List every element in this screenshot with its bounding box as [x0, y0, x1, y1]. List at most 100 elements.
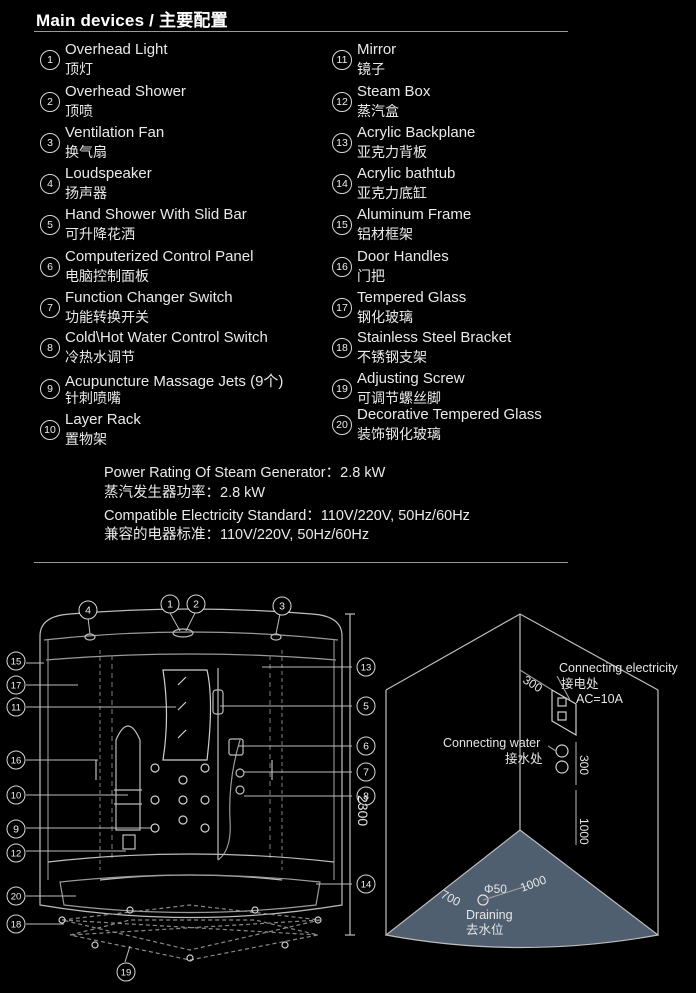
- device-name-en: Stainless Steel Bracket: [357, 329, 512, 346]
- page-title: Main devices / 主要配置: [36, 11, 228, 30]
- device-name-zh: 换气扇: [65, 144, 107, 160]
- callout-number: 8: [363, 791, 369, 803]
- callout-circle: [6, 914, 26, 934]
- front-view-diagram: [26, 608, 355, 963]
- callout-circle: [6, 675, 26, 695]
- device-name-en: Mirror: [357, 41, 397, 58]
- callout-circle: [6, 819, 26, 839]
- device-name-zh: 亚克力底缸: [357, 185, 427, 201]
- device-number-badge: 15: [332, 215, 352, 235]
- device-name-zh: 电脑控制面板: [65, 268, 149, 284]
- spec-elec-en: Compatible Electricity Standard：110V/220…: [104, 508, 470, 524]
- spec-power-zh: 蒸汽发生器功率：2.8 kW: [104, 485, 266, 501]
- device-name-en: Adjusting Screw: [357, 370, 465, 387]
- device-number-badge: 3: [40, 133, 60, 153]
- device-name-en: Acrylic Backplane: [357, 124, 476, 141]
- device-number-badge: 1: [40, 50, 60, 70]
- drain-diameter-label: Φ50: [484, 882, 507, 896]
- device-name-en: Function Changer Switch: [65, 289, 233, 306]
- device-name-zh: 亚克力背板: [357, 144, 427, 160]
- elec-label-en: Connecting electricity: [559, 661, 679, 675]
- device-name-zh: 功能转换开关: [65, 309, 149, 325]
- callout-18: 18: [6, 914, 26, 934]
- callout-5: 5: [356, 696, 376, 716]
- callout-number: 18: [11, 920, 22, 931]
- callout-number: 5: [363, 701, 369, 713]
- device-name-zh: 冷热水调节: [65, 349, 135, 365]
- height-dimension-label: 2300: [355, 795, 371, 826]
- device-name-en: Aluminum Frame: [357, 206, 472, 223]
- callout-13: 13: [356, 657, 376, 677]
- device-name-en: Overhead Light: [65, 41, 168, 58]
- callout-number: 14: [361, 880, 372, 891]
- dim-1000-vertical: 1000: [577, 818, 591, 845]
- callout-16: 16: [6, 750, 26, 770]
- callout-circle: [6, 785, 26, 805]
- callout-circle: [356, 762, 376, 782]
- callout-circle: [356, 786, 376, 806]
- callout-number: 17: [11, 681, 22, 692]
- device-number-badge: 16: [332, 257, 352, 277]
- callout-circle: [78, 600, 98, 620]
- callout-number: 19: [121, 968, 132, 979]
- callout-circle: [6, 886, 26, 906]
- callout-9: 9: [6, 819, 26, 839]
- title-divider: [34, 31, 568, 32]
- callout-12: 12: [6, 843, 26, 863]
- callout-number: 3: [279, 601, 285, 613]
- device-name-zh: 铝材框架: [357, 226, 413, 242]
- callout-number: 13: [361, 663, 372, 674]
- device-name-zh: 钢化玻璃: [357, 309, 413, 325]
- callout-circle: [6, 651, 26, 671]
- water-label-zh: 接水处: [505, 751, 543, 766]
- device-name-en: Ventilation Fan: [65, 124, 165, 141]
- callout-circle: [6, 843, 26, 863]
- device-name-zh: 镜子: [357, 61, 385, 77]
- device-name-zh: 顶灯: [65, 61, 93, 77]
- callout-number: 2: [193, 599, 199, 611]
- device-name-en: Acupuncture Massage Jets (9个): [65, 373, 284, 390]
- drain-label-en: Draining: [466, 908, 513, 922]
- device-number-badge: 12: [332, 92, 352, 112]
- callout-8: 8: [356, 786, 376, 806]
- section-divider: [34, 562, 568, 563]
- device-name-zh: 门把: [357, 268, 385, 284]
- device-number-badge: 5: [40, 215, 60, 235]
- dim-300-top: 300: [520, 673, 545, 696]
- device-name-zh: 不锈钢支架: [357, 349, 427, 365]
- device-number-badge: 14: [332, 174, 352, 194]
- device-name-zh: 扬声器: [65, 185, 107, 201]
- install-view-diagram: [384, 613, 660, 949]
- device-number-badge: 8: [40, 338, 60, 358]
- callout-number: 4: [85, 605, 91, 617]
- callout-number: 12: [11, 849, 22, 860]
- device-number-badge: 9: [40, 379, 60, 399]
- callout-number: 6: [363, 741, 369, 753]
- device-number-badge: 20: [332, 415, 352, 435]
- device-name-en: Overhead Shower: [65, 83, 186, 100]
- callout-15: 15: [6, 651, 26, 671]
- device-name-en: Steam Box: [357, 83, 431, 100]
- callout-number: 1: [167, 599, 173, 611]
- callout-2: 2: [186, 594, 206, 614]
- callout-circle: [272, 596, 292, 616]
- callout-17: 17: [6, 675, 26, 695]
- water-label-en: Connecting water: [443, 736, 540, 750]
- device-name-zh: 针刺喷嘴: [65, 390, 121, 406]
- callout-6: 6: [356, 736, 376, 756]
- callout-number: 11: [11, 703, 21, 714]
- elec-label-zh: 接电处: [561, 676, 599, 691]
- callout-number: 15: [11, 657, 22, 668]
- device-name-en: Tempered Glass: [357, 289, 467, 306]
- device-number-badge: 19: [332, 379, 352, 399]
- device-number-badge: 6: [40, 257, 60, 277]
- callout-7: 7: [356, 762, 376, 782]
- callout-circle: [186, 594, 206, 614]
- device-number-badge: 2: [40, 92, 60, 112]
- device-name-zh: 蒸汽盒: [357, 103, 399, 119]
- callout-number: 9: [13, 824, 19, 836]
- device-name-zh: 顶喷: [65, 103, 93, 119]
- spec-power-en: Power Rating Of Steam Generator：2.8 kW: [104, 465, 386, 481]
